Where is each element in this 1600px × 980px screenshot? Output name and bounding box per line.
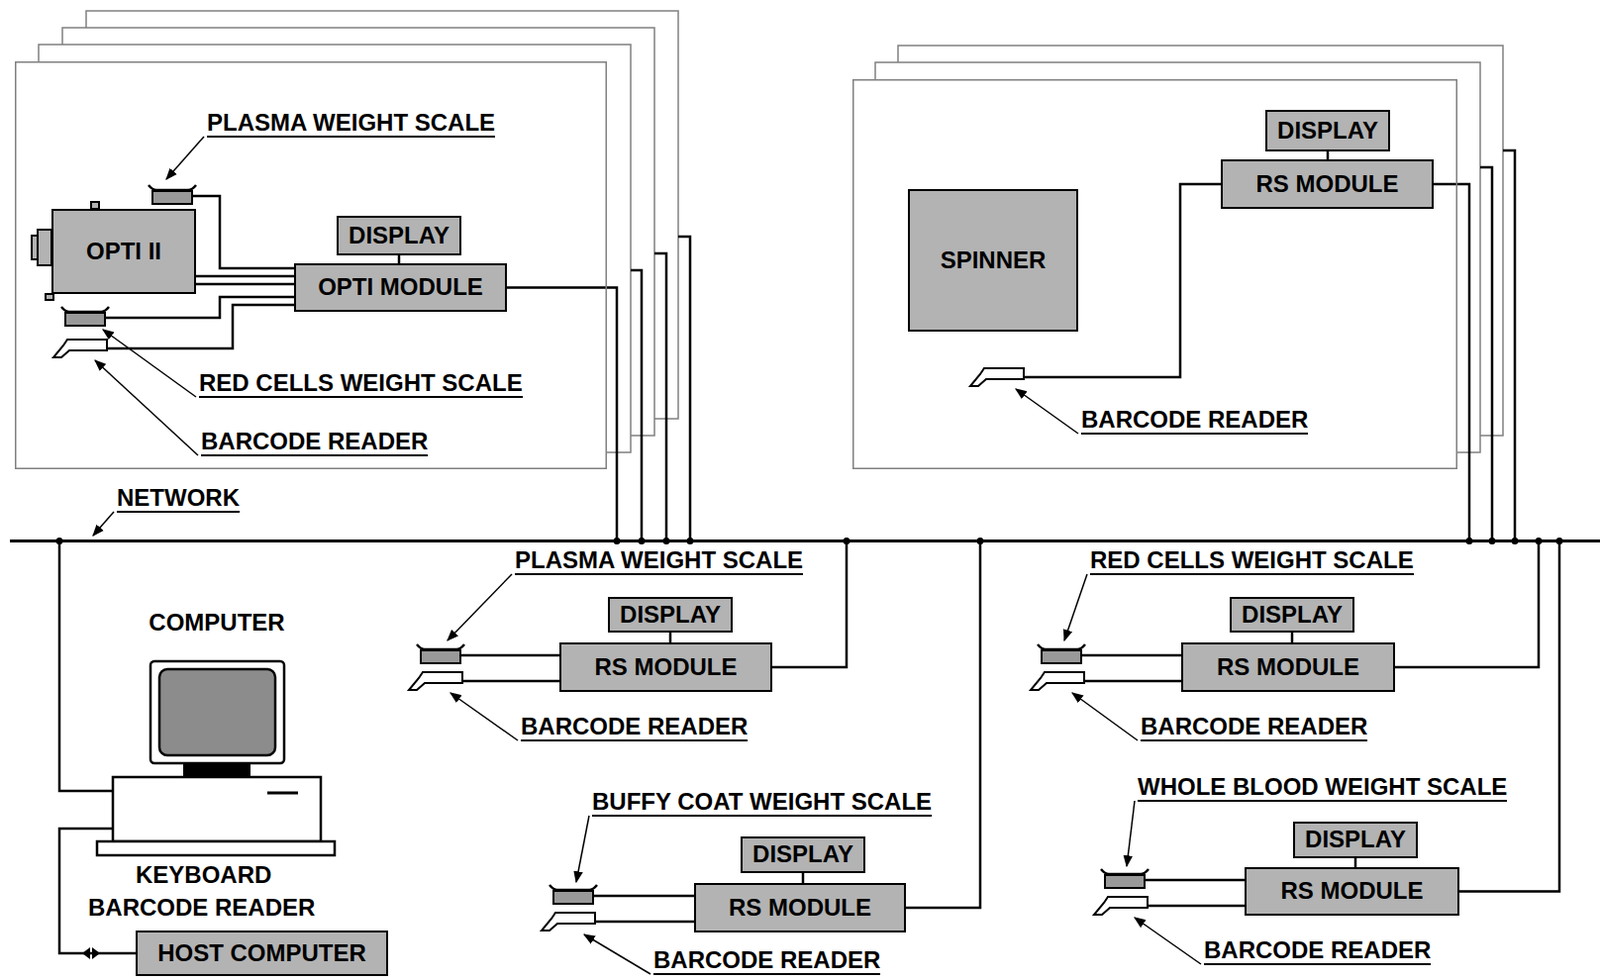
device-box: RS MODULE <box>559 642 773 693</box>
callout-label: NETWORK <box>116 486 240 513</box>
scale-icon <box>152 191 193 204</box>
connector-line <box>905 542 981 908</box>
box-text: RS MODULE <box>728 895 872 921</box>
device-box: DISPLAY <box>740 836 866 874</box>
station-frame: PLASMA WEIGHT SCALE RED CELLS WEIGHT SCAL… <box>14 61 607 470</box>
barcode-reader-icon <box>541 912 596 931</box>
device-box: RS MODULE <box>694 883 906 933</box>
callout-label: RED CELLS WEIGHT SCALE <box>1090 548 1414 576</box>
box-text: RS MODULE <box>1216 654 1360 681</box>
box-text: OPTI MODULE <box>317 274 484 300</box>
box-text: RS MODULE <box>1281 878 1424 904</box>
callout-label: WHOLE BLOOD WEIGHT SCALE <box>1137 775 1507 802</box>
box-text: HOST COMPUTER <box>157 940 367 967</box>
network-bus: NETWORK <box>9 539 1600 543</box>
connector-line <box>59 542 112 792</box>
connector-line <box>1395 542 1539 668</box>
device-box: RS MODULE <box>1220 159 1434 209</box>
callout-label: PLASMA WEIGHT SCALE <box>514 548 803 576</box>
box-text: RS MODULE <box>595 654 738 681</box>
connector-line <box>1326 151 1330 160</box>
scale-icon <box>65 312 105 326</box>
connector-line <box>506 288 617 541</box>
device-box: DISPLAY <box>1229 597 1355 633</box>
box-text: RS MODULE <box>1256 171 1400 198</box>
device-box: DISPLAY <box>1265 109 1391 152</box>
scale-icon <box>1104 875 1145 889</box>
box-text: DISPLAY <box>1277 117 1379 144</box>
connector-line <box>801 873 805 884</box>
barcode-reader-icon <box>1030 672 1085 691</box>
callout-label: KEYBOARD <box>135 863 272 888</box>
box-text: DISPLAY <box>348 222 450 249</box>
device-icons <box>53 185 1149 931</box>
device-box: OPTI MODULE <box>294 263 507 312</box>
callout-label: BUFFY COAT WEIGHT SCALE <box>592 790 932 817</box>
box-text: DISPLAY <box>619 601 721 628</box>
connector-line <box>1433 184 1470 540</box>
barcode-reader-icon <box>53 339 107 358</box>
device-box: DISPLAY <box>336 215 462 256</box>
device-box: DISPLAY <box>1293 821 1418 859</box>
connector-line <box>1354 858 1358 868</box>
barcode-reader-icon <box>408 672 463 691</box>
device-box: HOST COMPUTER <box>135 930 389 977</box>
box-text: SPINNER <box>940 247 1047 274</box>
box-text: DISPLAY <box>1241 601 1343 628</box>
device-box: DISPLAY <box>607 597 733 633</box>
connector-line <box>669 632 673 643</box>
callout-label: BARCODE READER <box>200 429 428 457</box>
callout-label: PLASMA WEIGHT SCALE <box>206 110 496 138</box>
connector-line <box>398 255 401 264</box>
callout-label: BARCODE READER <box>1081 407 1308 435</box>
connector-line <box>1459 542 1560 893</box>
connector-line <box>1291 632 1295 643</box>
network-stubs <box>630 150 1515 541</box>
callout-label: BARCODE READER <box>653 948 881 976</box>
box-text: DISPLAY <box>1304 826 1406 853</box>
scale-icon <box>1041 650 1082 664</box>
callout-label: BARCODE READER <box>520 714 748 742</box>
connector-line <box>196 275 295 279</box>
connector-line <box>196 283 295 287</box>
computer-illustration <box>111 661 322 842</box>
device-box: RS MODULE <box>1181 642 1396 693</box>
barcode-reader-icon <box>970 368 1024 387</box>
callout-label: RED CELLS WEIGHT SCALE <box>199 371 523 399</box>
device-box: OPTI II <box>51 208 197 295</box>
leader-lines <box>93 136 1201 975</box>
scale-icon <box>553 891 594 904</box>
device-box: RS MODULE <box>1244 867 1460 916</box>
device-wires <box>104 184 1245 922</box>
device-box: SPINNER <box>907 189 1079 332</box>
box-text: DISPLAY <box>752 841 854 868</box>
scale-icon <box>420 650 461 664</box>
box-text: OPTI II <box>86 238 162 265</box>
callout-label: BARCODE READER <box>1203 938 1431 966</box>
station-frame: BARCODE READER SPINNER DISPLAY RS MODULE <box>852 79 1458 470</box>
callout-label: BARCODE READER <box>88 896 315 920</box>
computer-node: COMPUTER <box>111 661 322 842</box>
callout-label: BARCODE READER <box>1140 714 1368 742</box>
barcode-reader-icon <box>1094 897 1148 915</box>
computer-label: COMPUTER <box>111 610 322 635</box>
